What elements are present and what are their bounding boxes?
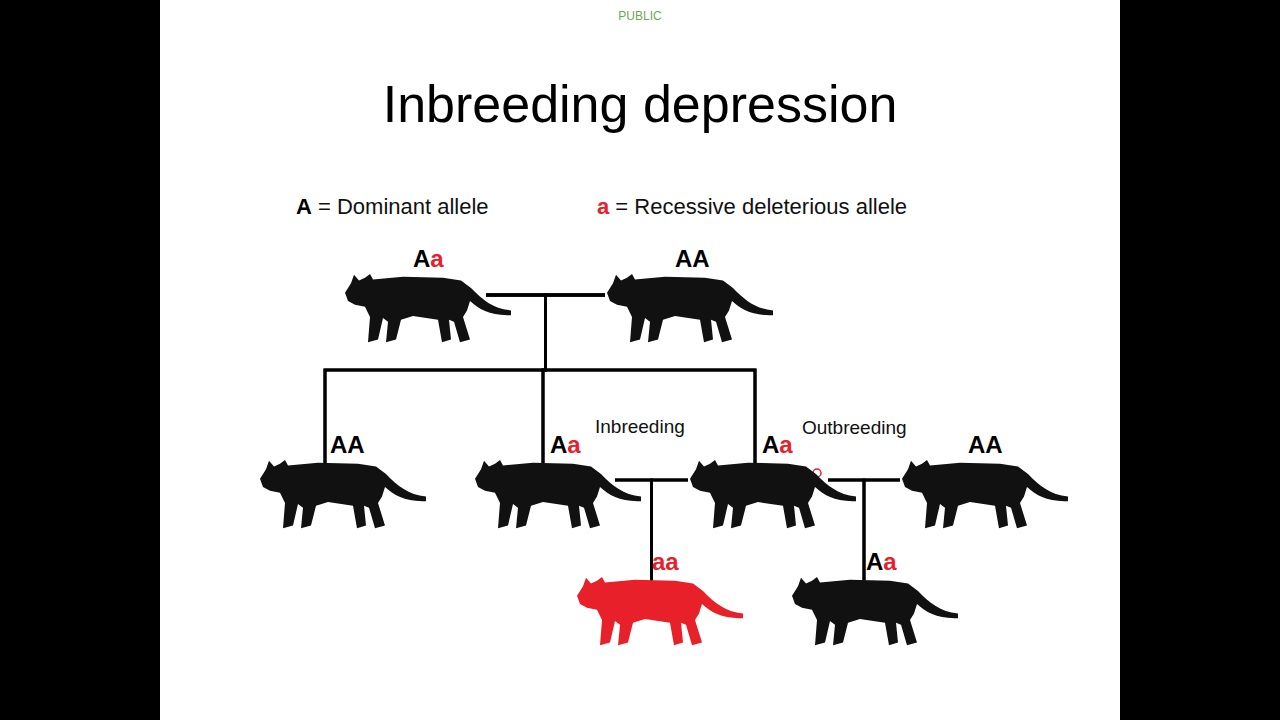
cat-shape: [792, 577, 958, 645]
legend-entry: a = Recessive deleterious allele: [597, 193, 907, 221]
side-bar: [1120, 0, 1280, 720]
cat-shape: [607, 274, 773, 342]
descent-line: [864, 480, 900, 581]
cat-node: aa: [575, 549, 745, 650]
cat-shape: [690, 460, 856, 528]
cat-shape: [577, 577, 743, 645]
cat-silhouette: [575, 575, 745, 650]
cat-node: Aa: [688, 432, 858, 533]
genotype-label: Aa: [413, 246, 444, 272]
cat-node: AA: [605, 246, 775, 347]
cat-shape: [345, 274, 511, 342]
side-bar: [0, 0, 160, 720]
cat-silhouette: [605, 272, 775, 347]
edge-label: Inbreeding: [593, 416, 687, 438]
slide-title: Inbreeding depression: [383, 74, 898, 134]
genotype-label: Aa: [550, 432, 581, 458]
cat-node: Aa: [343, 246, 513, 347]
cat-node: AA: [900, 432, 1070, 533]
legend-entry: A = Dominant allele: [296, 193, 489, 221]
descent-line: [325, 295, 546, 464]
cat-silhouette: [258, 458, 428, 533]
cat-silhouette: [473, 458, 643, 533]
edge-label: Outbreeding: [800, 417, 909, 439]
cat-silhouette: [343, 272, 513, 347]
cat-shape: [260, 460, 426, 528]
descent-line: [325, 295, 605, 464]
descent-line: [486, 295, 546, 464]
cat-silhouette: [688, 458, 858, 533]
cat-node: Aa: [790, 549, 960, 650]
genotype-label: AA: [675, 246, 710, 272]
genotype-label: aa: [652, 549, 679, 575]
cat-node: Aa: [473, 432, 643, 533]
classification-mark: PUBLIC: [618, 8, 661, 24]
genotype-label: Aa: [762, 432, 793, 458]
descent-line: [652, 480, 689, 581]
cat-shape: [902, 460, 1068, 528]
cat-shape: [475, 460, 641, 528]
cat-node: AA: [258, 432, 428, 533]
cat-silhouette: [900, 458, 1070, 533]
genotype-label: Aa: [866, 549, 897, 575]
descent-line: [543, 295, 605, 464]
genotype-label: AA: [968, 432, 1003, 458]
genotype-label: AA: [330, 432, 365, 458]
cat-silhouette: [790, 575, 960, 650]
